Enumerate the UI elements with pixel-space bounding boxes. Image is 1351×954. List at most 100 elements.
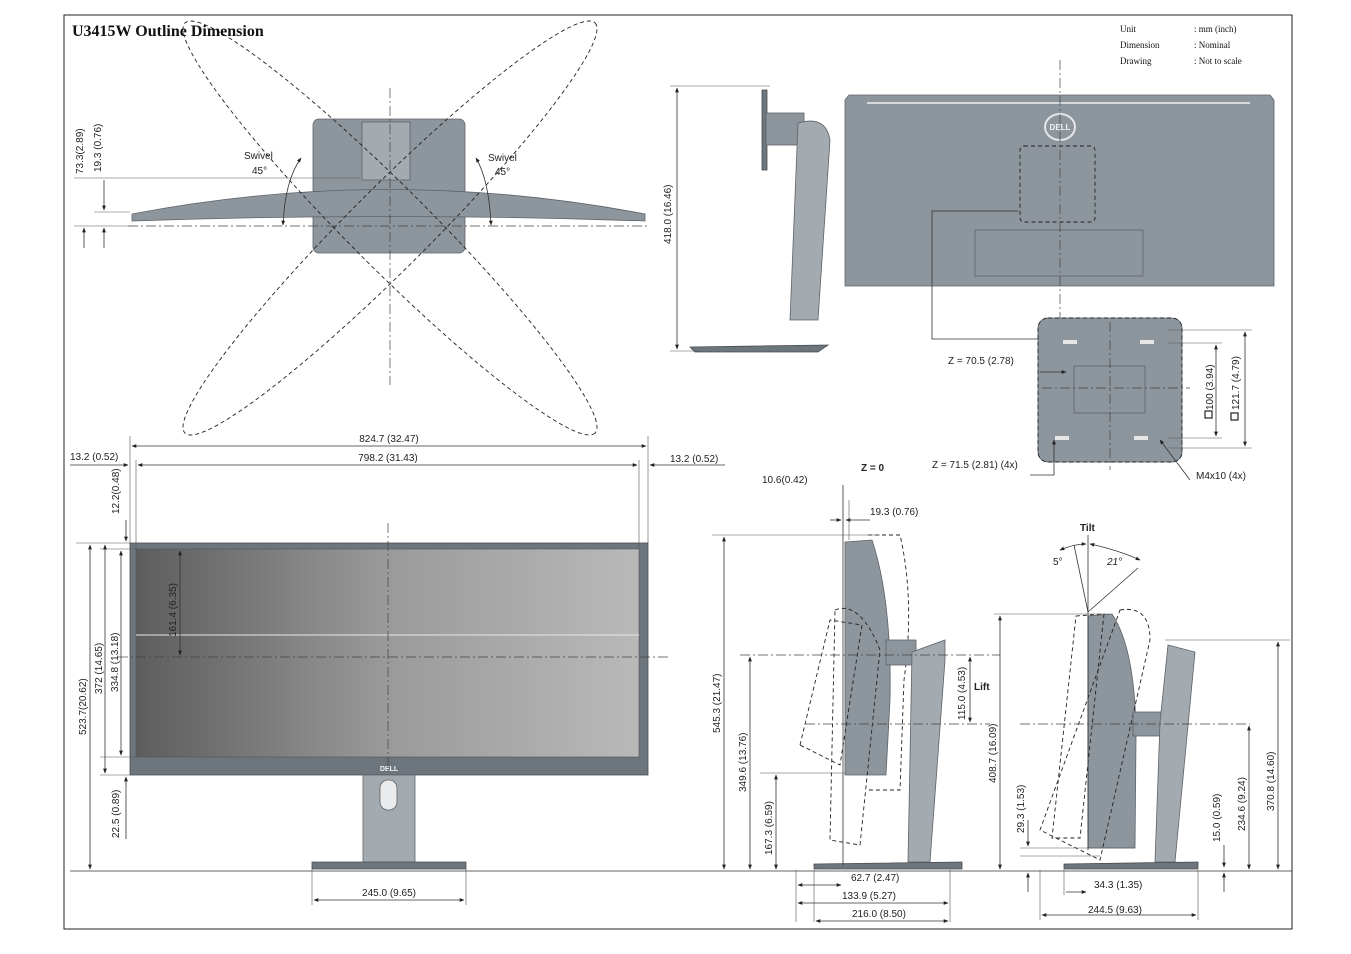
tilt-column	[1154, 644, 1196, 863]
tilt-21: 21°	[1106, 557, 1122, 568]
front-w-total: 824.7 (32.47)	[359, 434, 419, 445]
vesa-hole-br	[1134, 436, 1148, 440]
swivel-envelope-right	[182, 20, 598, 436]
vesa-z1: Z = 70.5 (2.78)	[948, 356, 1014, 367]
swivel-left-angle: 45°	[252, 166, 267, 177]
lift-h545: 545.3 (21.47)	[712, 674, 723, 734]
swivel-right-angle: 45°	[495, 167, 510, 178]
lift-label: Lift	[974, 682, 990, 693]
lift-d106: 10.6(0.42)	[762, 475, 808, 486]
lift-z0: Z = 0	[861, 463, 885, 474]
stand-neck-top	[361, 121, 411, 181]
vesa-hole-tr	[1140, 340, 1154, 344]
lift-range: 115.0 (4.53)	[957, 667, 968, 720]
front-view: DELL 824.7 (32.47) 798.2 (31.43) 13.2 (0…	[70, 434, 1292, 905]
front-h-panel: 334.8 (13.18)	[110, 633, 121, 693]
front-h-bottom: 22.5 (0.89)	[111, 790, 122, 838]
front-logo: DELL	[380, 766, 399, 773]
vesa-inner	[1073, 365, 1146, 414]
swivel-arc-right	[475, 157, 493, 226]
swivel-envelope-left	[182, 20, 598, 436]
lift-d1339: 133.9 (5.27)	[842, 891, 896, 902]
swivel-arc-left	[281, 157, 302, 226]
vesa-z2: Z = 71.5 (2.81) (4x)	[932, 460, 1018, 471]
swivel-dim-b: 19.3 (0.76)	[93, 124, 104, 172]
info-dimension-label: Dimension	[1120, 40, 1160, 50]
tilt-d343: 34.3 (1.35)	[1094, 880, 1142, 891]
tilt-panel	[1087, 613, 1137, 849]
screw-leader	[1159, 439, 1191, 481]
lift-h167: 167.3 (6.59)	[764, 801, 775, 855]
stand-plate	[312, 118, 466, 254]
lift-base	[813, 861, 963, 870]
cable-hole	[379, 779, 398, 811]
info-drawing-value: : Not to scale	[1194, 56, 1242, 66]
tilt-21-line	[1087, 567, 1139, 613]
tilt-21-arc	[1089, 543, 1141, 561]
tilt-view: Tilt 5° 21° 408.7 (16.09) 29.3 (1.53) 15…	[988, 523, 1290, 920]
tilt-5-arc	[1059, 542, 1087, 551]
front-bezel-l: 13.2 (0.52)	[70, 452, 118, 463]
vesa-hole-tl	[1063, 340, 1077, 344]
swivel-right-label: Swivel	[488, 153, 517, 164]
tilt-base	[1063, 861, 1199, 870]
tilt-h150: 15.0 (0.59)	[1212, 794, 1223, 842]
swivel-dim-a: 73.3(2.89)	[75, 128, 86, 174]
lift-d627: 62.7 (2.47)	[851, 873, 899, 884]
square-icon	[1204, 410, 1213, 419]
front-w-panel: 798.2 (31.43)	[358, 453, 418, 464]
lift-tilt-envelope	[829, 608, 881, 846]
front-screen	[135, 548, 640, 758]
lift-panel	[844, 539, 891, 776]
tilt-5-line	[1073, 544, 1089, 613]
lift-column	[907, 639, 946, 863]
front-bezel-r: 13.2 (0.52)	[670, 454, 718, 465]
front-base-w: 245.0 (9.65)	[362, 888, 416, 899]
vesa-100: 100 (3.94)	[1205, 364, 1216, 410]
tilt-forward-envelope	[1051, 613, 1105, 839]
rear-io-cover	[974, 229, 1144, 277]
lift-hinge	[885, 639, 917, 666]
side-view: 418.0 (16.46)	[663, 85, 831, 353]
lift-d2160: 216.0 (8.50)	[852, 909, 906, 920]
lift-h349: 349.6 (13.76)	[738, 733, 749, 793]
rear-detail-leader	[931, 210, 1038, 340]
front-h-total: 523.7(20.62)	[78, 678, 89, 735]
sheet-border	[63, 14, 1293, 930]
curved-panel-top	[131, 189, 646, 222]
front-base	[311, 861, 467, 870]
page-title: U3415W Outline Dimension	[72, 23, 264, 40]
tilt-h408: 408.7 (16.09)	[988, 724, 999, 784]
side-column	[789, 120, 831, 321]
tilt-5: 5°	[1053, 557, 1063, 568]
square-icon	[1230, 412, 1239, 421]
front-bezel-top: 12.2(0.48)	[111, 468, 122, 514]
front-h-frame: 372 (14.65)	[94, 643, 105, 694]
lift-d193: 19.3 (0.76)	[870, 507, 918, 518]
front-h-half: 161.4 (6.35)	[168, 583, 179, 637]
lift-view: Z = 0 10.6(0.42) 19.3 (0.76) 545.3 (21.4…	[712, 463, 1000, 923]
info-drawing-label: Drawing	[1120, 56, 1152, 66]
side-height-label: 418.0 (16.46)	[663, 185, 674, 245]
lift-lower-envelope	[799, 619, 863, 766]
tilt-h3708: 370.8 (14.60)	[1266, 752, 1277, 812]
info-unit-value: : mm (inch)	[1194, 24, 1237, 34]
vesa-detail: Z = 70.5 (2.78) Z = 71.5 (2.81) (4x) 100…	[932, 317, 1252, 482]
vesa-hole-bl	[1055, 436, 1069, 440]
tilt-h293: 29.3 (1.53)	[1016, 785, 1027, 833]
lift-upper-envelope	[868, 534, 910, 791]
tilt-back-envelope	[1039, 608, 1151, 861]
tilt-h2346: 234.6 (9.24)	[1237, 777, 1248, 831]
tilt-label: Tilt	[1080, 523, 1095, 534]
top-view-swivel: Swivel 45° Swivel 45° 73.3(2.89) 19.3 (0…	[74, 20, 650, 436]
rear-housing	[844, 94, 1275, 287]
rear-view: DELL	[844, 60, 1275, 340]
info-dimension-value: : Nominal	[1194, 40, 1231, 50]
vesa-121: 121.7 (4.79)	[1231, 356, 1242, 410]
tilt-d2445: 244.5 (9.63)	[1088, 905, 1142, 916]
swivel-left-label: Swivel	[244, 151, 273, 162]
rear-vesa-area	[1019, 145, 1096, 223]
info-unit-label: Unit	[1120, 24, 1137, 34]
side-base	[689, 344, 830, 353]
